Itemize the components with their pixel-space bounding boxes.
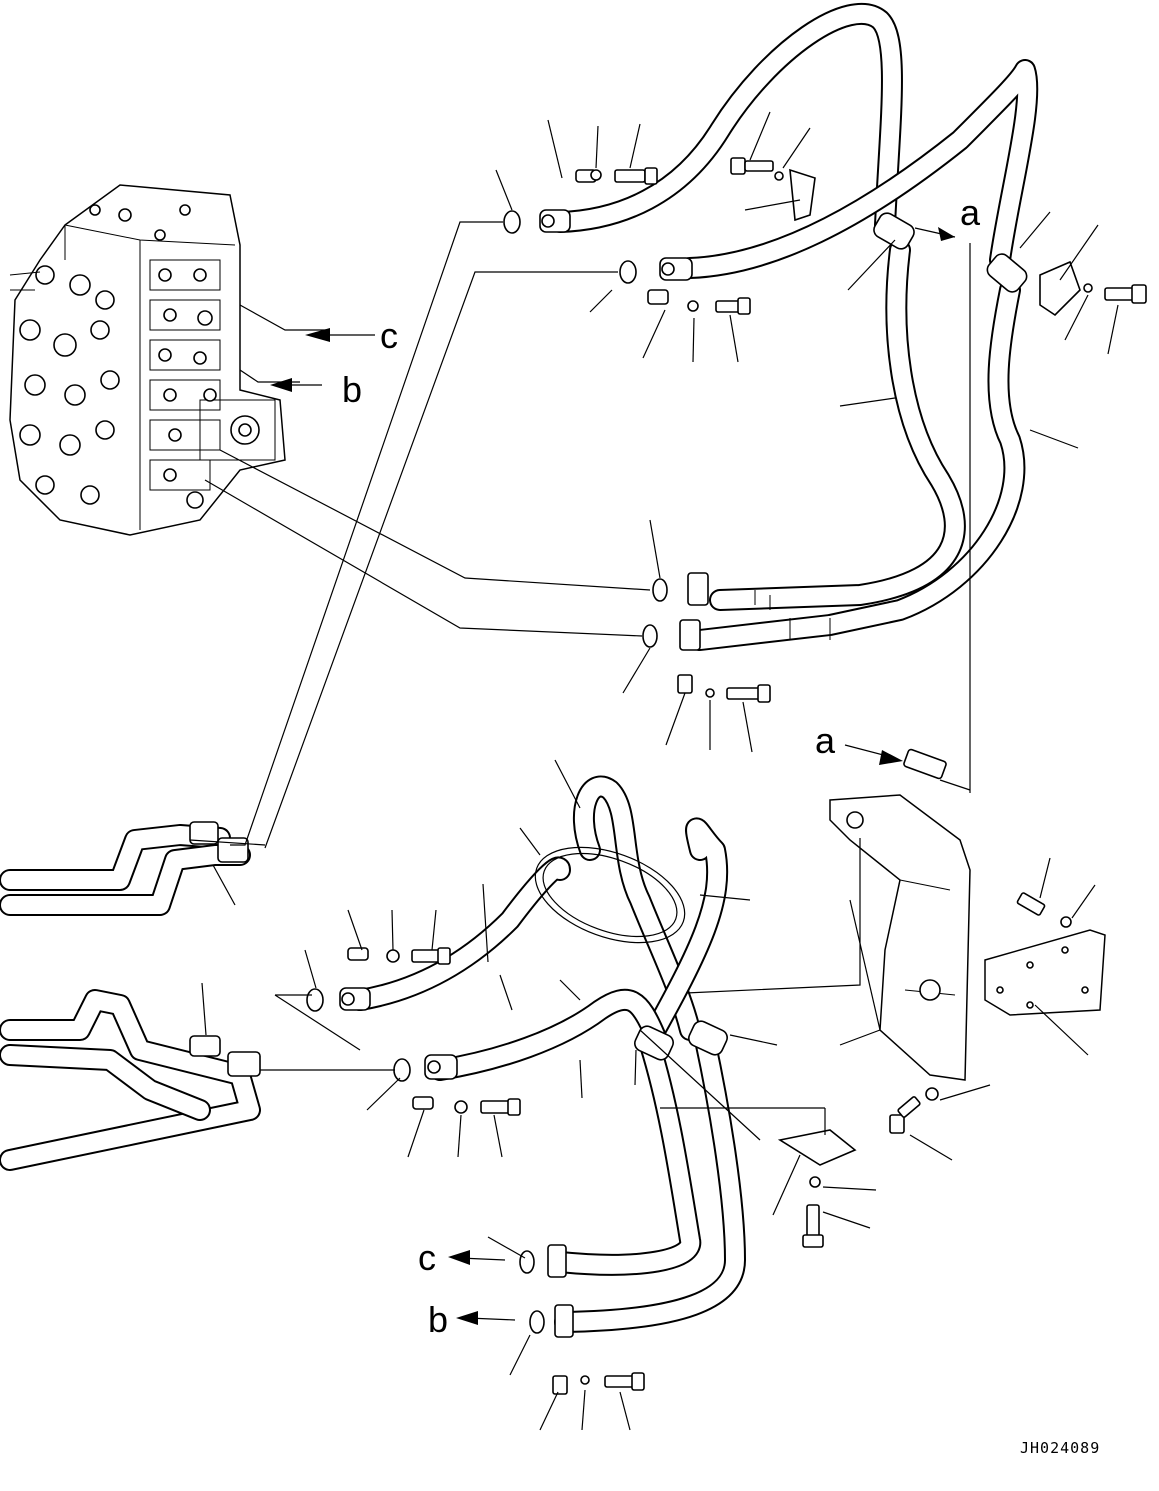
label-a-top: a <box>960 192 981 233</box>
label-c-bottom: c <box>418 1237 436 1278</box>
callout-labels: a c b a c b JH024089 <box>342 192 1100 1457</box>
label-a-bottom: a <box>815 720 836 761</box>
upper-hose-assembly <box>539 3 1039 651</box>
bracket-assembly <box>777 168 1106 1166</box>
routing-lines <box>189 221 861 1071</box>
lower-hose-assembly <box>339 775 746 1338</box>
label-b-bottom: b <box>428 1299 448 1340</box>
label-c-top: c <box>380 315 398 356</box>
arrows <box>270 227 956 1325</box>
label-b-top: b <box>342 369 362 410</box>
fasteners <box>347 157 1147 1395</box>
control-valve <box>9 184 286 536</box>
pipe-assembly-left <box>0 821 261 1171</box>
leader-lines <box>201 111 1119 1431</box>
drawing-code: JH024089 <box>1020 1439 1100 1457</box>
o-rings <box>306 210 668 1334</box>
